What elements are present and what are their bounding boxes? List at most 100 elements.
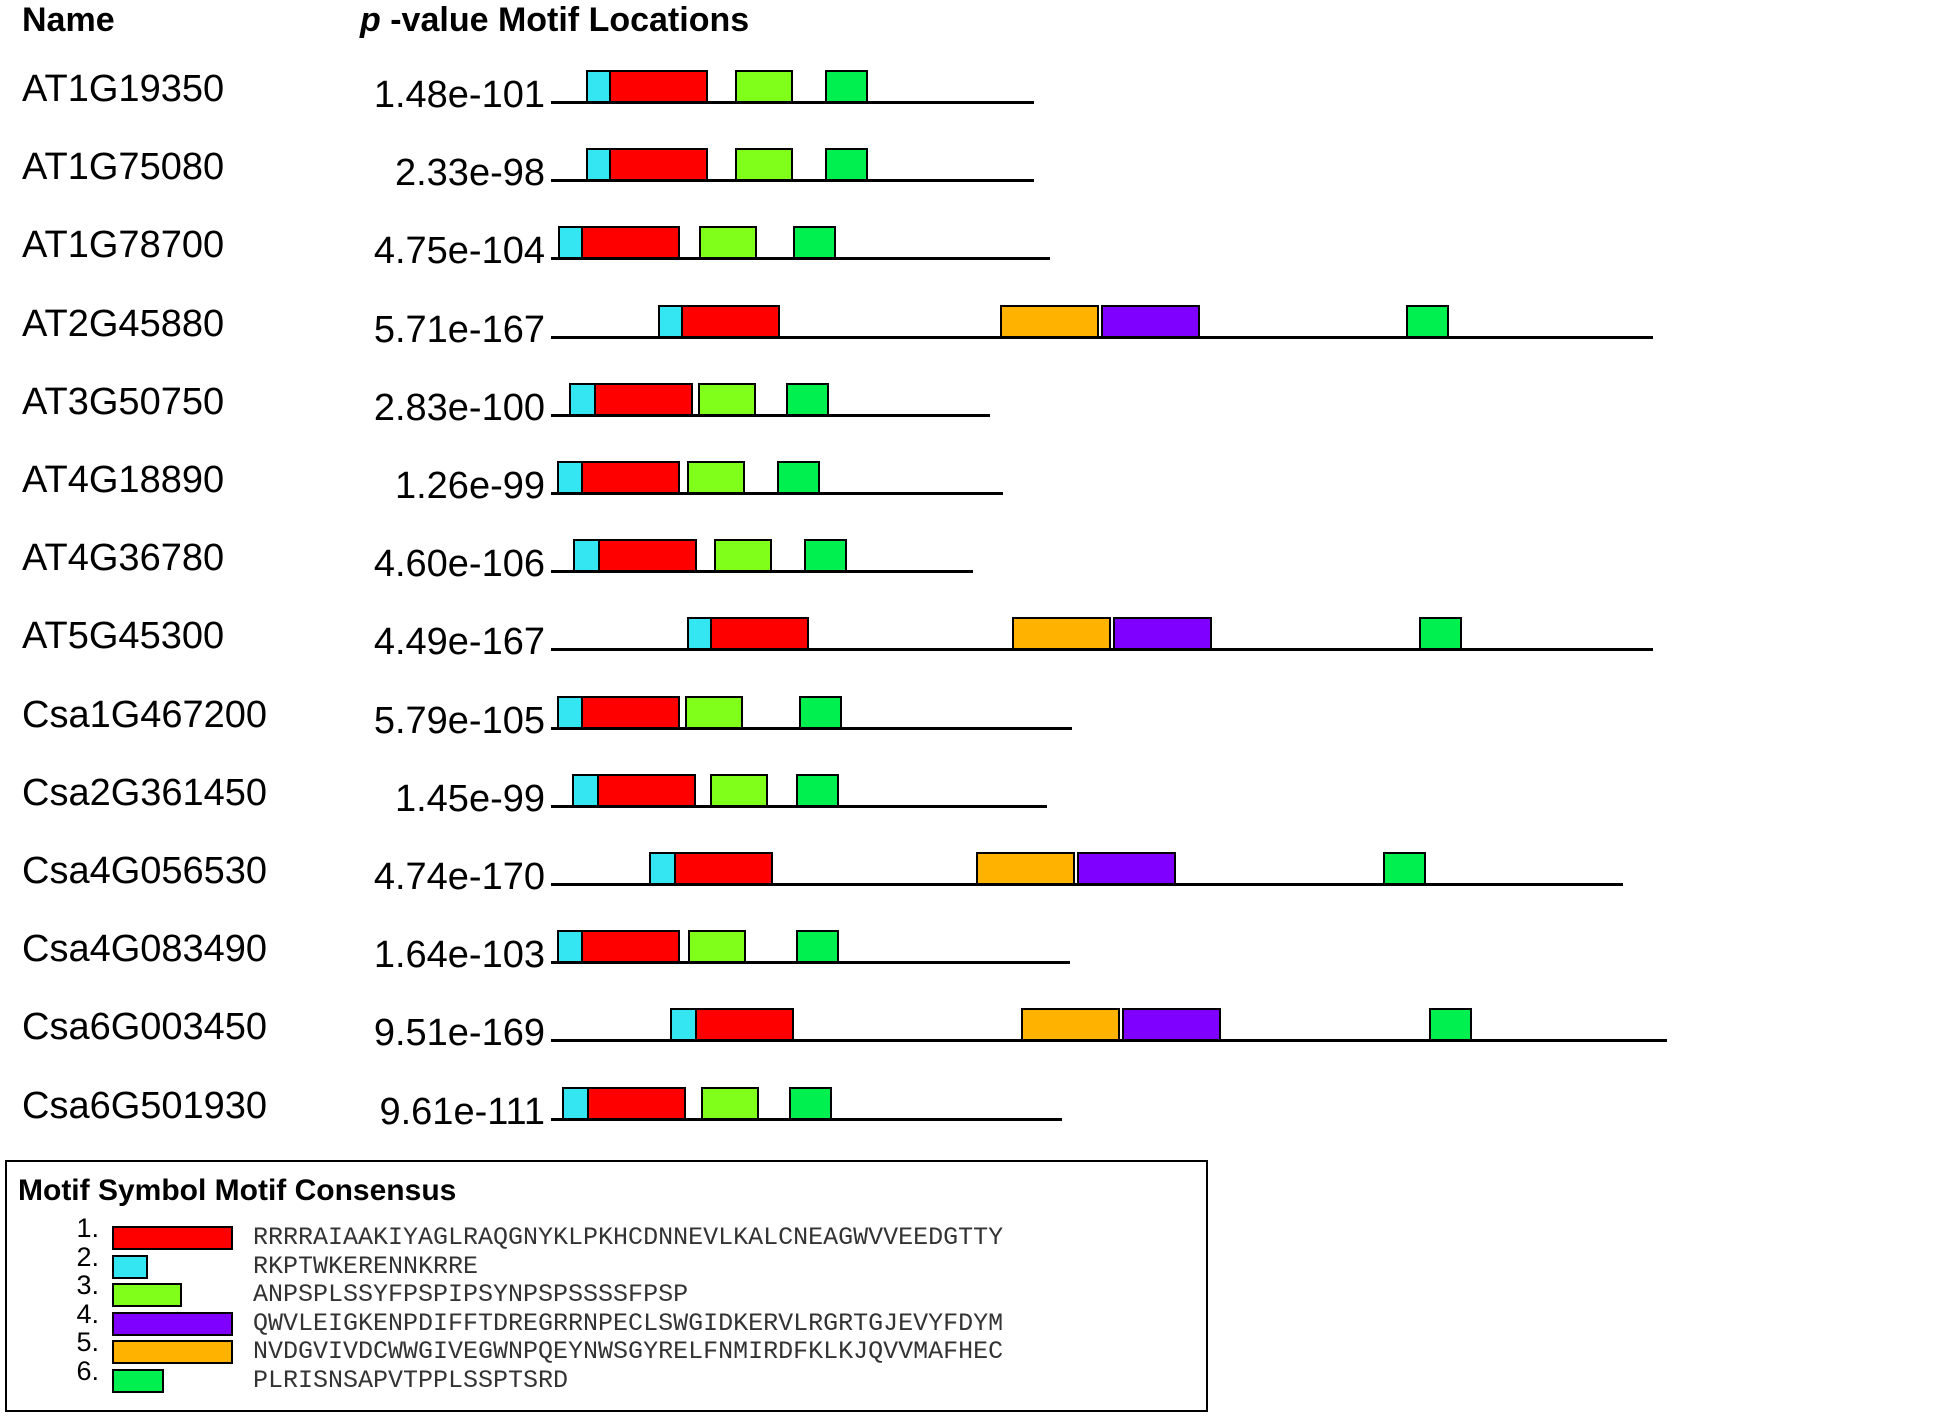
legend-item: 2. RKPTWKERENNKRRE <box>7 1243 1197 1281</box>
legend-consensus: PLRISNSAPVTPPLSSPTSRD <box>253 1366 569 1395</box>
p-value: 4.49e-167 <box>373 621 545 664</box>
motif-6-box <box>1419 617 1462 651</box>
motif-4-box <box>1101 304 1200 338</box>
gene-name: Csa4G083490 <box>22 928 268 971</box>
gene-name: AT1G78700 <box>22 224 225 267</box>
motif-5-box <box>1021 1008 1120 1042</box>
motif-6-box <box>1429 1008 1472 1042</box>
motif-6-box <box>777 461 820 494</box>
legend-number: 6. <box>76 1356 99 1386</box>
motif-6-box <box>793 226 836 260</box>
pvalue-p-italic: p <box>360 1 381 39</box>
name-column-header: Name <box>22 1 115 39</box>
motif-3-box <box>685 695 743 729</box>
legend-motif-5-symbol <box>112 1340 233 1365</box>
motif-row: AT4G18890 1.26e-99 <box>0 446 1950 524</box>
legend-consensus: RKPTWKERENNKRRE <box>253 1251 479 1281</box>
p-value: 1.26e-99 <box>394 465 545 507</box>
p-value: 1.64e-103 <box>373 934 545 977</box>
motif-1-box <box>609 70 708 103</box>
gene-name: AT1G75080 <box>22 146 225 189</box>
gene-name: AT2G45880 <box>22 302 225 345</box>
motif-1-box <box>581 461 680 494</box>
motif-6-box <box>1406 304 1449 338</box>
legend-motif-4-symbol <box>112 1311 233 1336</box>
p-value: 4.74e-170 <box>373 856 545 898</box>
motif-6-box <box>789 1086 832 1120</box>
motif-5-box <box>976 852 1075 885</box>
pvalue-label: -value <box>380 1 489 39</box>
motif-6-box <box>799 695 842 729</box>
motif-row: AT1G78700 4.75e-104 <box>0 211 1950 289</box>
gene-name: Csa4G056530 <box>22 850 268 892</box>
legend-item: 1.RRRRAIAAKIYAGLRAQGNYKLPKHCDNNEVLKALCNE… <box>7 1214 1197 1252</box>
motif-legend: Motif Symbol Motif Consensus 1.RRRRAIAAK… <box>5 1160 1208 1412</box>
legend-consensus: ANPSPLSSYFPSPIPSYNPSPSSSSFPSP <box>253 1280 689 1310</box>
legend-item: 3.ANPSPLSSYFPSPIPSYNPSPSSSSFPSP <box>7 1271 1197 1310</box>
legend-motif-2-symbol <box>112 1254 148 1279</box>
motif-4-box <box>1113 617 1212 651</box>
motif-6-box <box>825 148 868 182</box>
legend-consensus: QWVLEIGKENPDIFFTDREGRRNPECLSWGIDKERVLRGR… <box>253 1308 1004 1338</box>
motif-3-box <box>699 226 757 260</box>
p-value: 5.79e-105 <box>373 699 545 742</box>
legend-item: 6. PLRISNSAPVTPPLSSPTSRD <box>7 1357 1197 1395</box>
motif-row: Csa6G501930 9.61e-111 <box>0 1072 1950 1150</box>
p-value: 1.45e-99 <box>394 777 545 820</box>
motif-row: AT2G45880 5.71e-167 <box>0 290 1950 368</box>
motif-4-box <box>1077 852 1176 885</box>
legend-item: 4.QWVLEIGKENPDIFFTDREGRRNPECLSWGIDKERVLR… <box>7 1300 1197 1338</box>
gene-name: AT5G45300 <box>22 615 225 658</box>
gene-name: Csa1G467200 <box>22 693 268 736</box>
motif-row: AT4G36780 4.60e-106 <box>0 524 1950 602</box>
motif-locations-label: Motif Locations <box>488 1 750 39</box>
motif-1-box <box>594 382 693 416</box>
legend-item: 5.NVDGVIVDCWWGIVEGWNPQEYNWSGYRELFNMIRDFK… <box>7 1328 1197 1366</box>
sequence-line <box>551 413 990 417</box>
motif-3-box <box>714 539 772 573</box>
motif-row: Csa4G083490 1.64e-103 <box>0 915 1950 993</box>
motif-5-box <box>1012 617 1111 651</box>
motif-row: AT1G19350 1.48e-101 <box>0 55 1950 133</box>
motif-6-box <box>825 70 868 103</box>
motif-1-box <box>674 852 773 885</box>
motif-5-box <box>1000 304 1099 338</box>
legend-number: 2. <box>76 1241 99 1272</box>
motif-1-box <box>581 226 680 260</box>
p-value: 5.71e-167 <box>373 308 545 351</box>
gene-name: AT4G18890 <box>22 459 225 501</box>
gene-name: AT4G36780 <box>22 537 225 580</box>
p-value: 9.51e-169 <box>373 1012 545 1055</box>
motif-1-box <box>681 304 780 338</box>
motif-1-box <box>581 930 680 964</box>
motif-3-box <box>687 461 745 494</box>
motif-1-box <box>695 1008 794 1042</box>
legend-motif-3-symbol <box>112 1283 182 1308</box>
legend-consensus: RRRRAIAAKIYAGLRAQGNYKLPKHCDNNEVLKALCNEAG… <box>253 1223 1004 1252</box>
motif-1-box <box>581 695 680 729</box>
legend-title: Motif Symbol Motif Consensus <box>18 1174 457 1207</box>
pvalue-locations-header: p -value Motif Locations <box>360 0 749 40</box>
motif-row: Csa1G467200 5.79e-105 <box>0 681 1950 759</box>
motif-6-box <box>786 382 829 416</box>
p-value: 2.33e-98 <box>394 152 545 195</box>
gene-name: AT1G19350 <box>22 68 225 110</box>
motif-3-box <box>701 1086 759 1120</box>
legend-number: 5. <box>76 1327 99 1358</box>
p-value: 1.48e-101 <box>373 74 545 116</box>
p-value: 4.75e-104 <box>373 230 545 273</box>
motif-row: Csa4G056530 4.74e-170 <box>0 837 1950 915</box>
motif-3-box <box>698 382 756 416</box>
motif-1-box <box>609 148 708 182</box>
legend-motif-1-symbol <box>112 1226 233 1250</box>
p-value: 4.60e-106 <box>373 543 545 586</box>
gene-name: Csa6G501930 <box>22 1084 268 1127</box>
motif-1-box <box>587 1086 686 1120</box>
p-value: 9.61e-111 <box>379 1090 545 1133</box>
motif-6-box <box>804 539 847 573</box>
motif-3-box <box>735 148 793 182</box>
motif-3-box <box>688 930 746 964</box>
